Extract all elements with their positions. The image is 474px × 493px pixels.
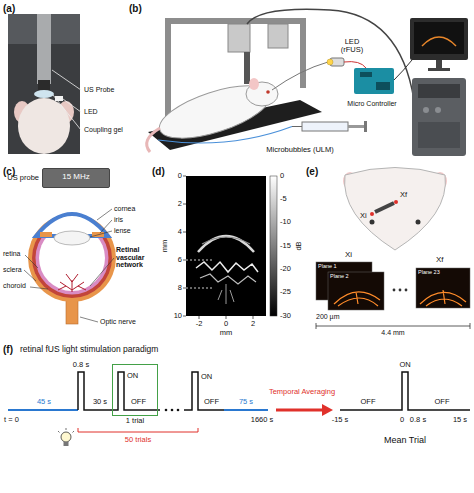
axis-tick: -10 (280, 218, 291, 226)
panel-letter: (d) (152, 166, 165, 177)
axis-tick: 2 (251, 320, 255, 328)
callout-label: 200 µm (316, 313, 340, 321)
callout-label: Micro Controller (347, 100, 396, 108)
state-label: OFF (131, 398, 146, 406)
callout-label: Optic nerve (100, 318, 136, 326)
axis-tick: 6 (178, 256, 182, 264)
callout-label: US Probe (84, 86, 114, 94)
axis-tick: -25 (280, 288, 291, 296)
axis-title: mm (220, 329, 233, 337)
callout-label: choroid (3, 282, 26, 290)
axis-tick: -2 (196, 320, 203, 328)
probe-frequency: 15 MHz (62, 173, 90, 182)
timing-label: OFF (361, 398, 376, 406)
axis-tick: 0 (280, 172, 284, 180)
timing-label: 0 (400, 416, 404, 424)
timing-label: Mean Trial (384, 436, 426, 446)
timing-label: 30 s (93, 398, 107, 406)
callout-label: Retinal vascular network (116, 246, 152, 269)
trial-box: ONOFF1 trial (112, 364, 158, 416)
callout-label: Microbubbles (ULM) (266, 146, 334, 154)
callout-label: sclera (3, 266, 22, 274)
setup-illustration (147, 9, 468, 156)
callout-label: Coupling gel (84, 126, 123, 134)
panel-letter: (e) (306, 166, 318, 177)
timing-label: 0.8 s (410, 416, 426, 424)
callout-label: LED (rFUS) (336, 38, 368, 55)
timing-label: OFF (204, 398, 219, 406)
stimulation-timeline (8, 372, 470, 446)
axis-tick: -5 (280, 195, 287, 203)
callout-label: Xi (360, 212, 367, 220)
axis-tick: 4 (178, 228, 182, 236)
axis-title: mm (161, 240, 169, 253)
callout-label: 4.4 mm (381, 329, 404, 337)
timing-label: OFF (435, 398, 450, 406)
callout-label: Xf (400, 191, 407, 199)
probe-box: US probe15 MHz (42, 168, 110, 188)
process-label: Temporal Averaging (269, 388, 335, 396)
timing-label: 15 s (453, 416, 467, 424)
axis-tick: -20 (280, 265, 291, 273)
axis-tick: 8 (178, 284, 182, 292)
callout-label: lense (114, 227, 131, 235)
panel-letter: (b) (129, 3, 142, 14)
callout-label: cornea (114, 205, 135, 213)
callout-label: Plane 23 (418, 269, 440, 275)
timing-label: -15 s (332, 416, 349, 424)
state-label: ON (127, 372, 138, 380)
probe-name: US probe (7, 174, 39, 182)
panel-letter: (a) (3, 3, 15, 14)
ultrasound-image (183, 176, 277, 319)
callout-label: Plane 2 (330, 273, 349, 279)
axis-title: dB (295, 241, 303, 250)
callout-label: Xi (345, 251, 352, 260)
axis-tick: -15 (280, 242, 291, 250)
callout-label: Xf (436, 256, 444, 265)
axis-tick: -30 (280, 312, 291, 320)
axis-tick: 2 (178, 200, 182, 208)
timing-label: t = 0 (4, 416, 19, 424)
axis-tick: 0 (224, 320, 228, 328)
callout-label: iris (114, 216, 123, 224)
panel-title: retinal fUS light stimulation paradigm (20, 345, 158, 354)
rat-head-planes (316, 168, 470, 330)
timing-label: ON (201, 373, 212, 381)
rat-photo (8, 14, 81, 154)
eye-diagram (24, 209, 116, 324)
panel-letter: (f) (3, 344, 13, 355)
timing-label: 50 trials (125, 436, 151, 444)
callout-label: retina (3, 250, 21, 258)
axis-tick: 0 (178, 172, 182, 180)
trial-label: 1 trial (126, 417, 144, 425)
timing-label: 0.8 s (73, 361, 89, 369)
timing-label: 1660 s (251, 416, 274, 424)
timing-label: 45 s (37, 398, 51, 406)
callout-label: LED (84, 108, 98, 116)
callout-label: Plane 1 (318, 263, 337, 269)
axis-tick: 10 (174, 312, 182, 320)
timing-label: 75 s (239, 398, 253, 406)
timing-label: ON (399, 361, 410, 369)
